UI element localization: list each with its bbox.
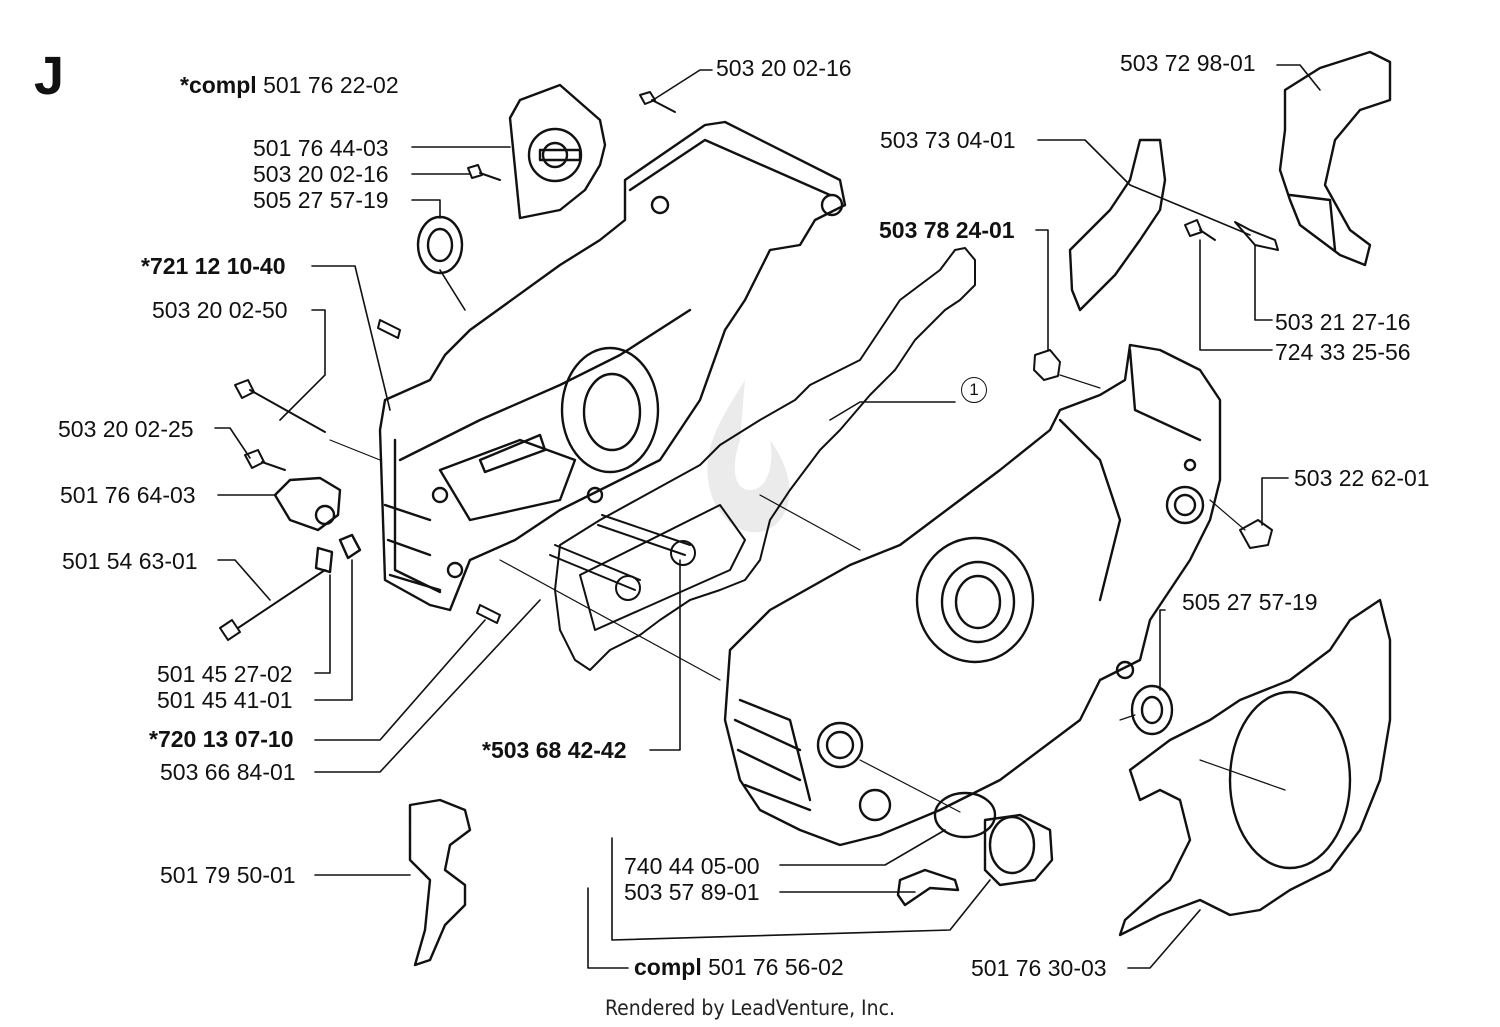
part-label: 724 33 25-56 — [1275, 339, 1411, 365]
part-label: 501 76 64-03 — [60, 482, 196, 508]
part-label: 501 76 30-03 — [971, 955, 1107, 981]
part-label: 503 78 24-01 — [879, 217, 1015, 243]
part-label: 503 20 02-16 — [716, 55, 852, 81]
part-label: 501 54 63-01 — [62, 548, 198, 574]
callout-marker-1: 1 — [961, 377, 987, 403]
chain-tensioner — [273, 476, 362, 574]
part-label: 501 45 27-02 — [157, 661, 293, 687]
part-label: 503 66 84-01 — [160, 759, 296, 785]
starter-cover — [1118, 598, 1392, 937]
part-label: 505 27 57-19 — [253, 187, 389, 213]
compl-assembly-label-top: *compl 501 76 22-02 — [180, 72, 399, 98]
part-label: 503 20 02-25 — [58, 416, 194, 442]
pins — [377, 319, 501, 624]
screws — [219, 91, 1279, 641]
part-label: 503 73 04-01 — [880, 127, 1016, 153]
air-guide-covers — [1068, 50, 1392, 312]
part-label: *720 13 07-10 — [149, 726, 294, 752]
chain-catcher — [408, 798, 472, 967]
part-label: 503 72 98-01 — [1120, 50, 1256, 76]
leader-lines — [214, 64, 1321, 969]
part-label: 740 44 05-00 — [624, 853, 760, 879]
part-label: 505 27 57-19 — [1182, 589, 1318, 615]
footer-credit: Rendered by LeadVenture, Inc. — [605, 996, 895, 1020]
small-fittings — [1033, 349, 1273, 549]
left-crankcase-half — [378, 120, 847, 612]
part-label: *503 68 42-42 — [482, 737, 627, 763]
crankcase-gasket — [554, 247, 976, 671]
section-letter: J — [34, 46, 65, 106]
part-label: 501 79 50-01 — [160, 862, 296, 888]
part-label: 503 22 62-01 — [1294, 465, 1430, 491]
part-label: 503 20 02-50 — [152, 297, 288, 323]
cover-plate — [508, 83, 607, 220]
part-label: *721 12 10-40 — [141, 253, 286, 279]
right-crankcase-half — [723, 343, 1222, 847]
assembly-centerlines — [329, 374, 1286, 813]
part-label: 501 45 41-01 — [157, 687, 293, 713]
oil-cap-assembly — [896, 791, 1054, 907]
part-label: 501 76 44-03 — [253, 135, 389, 161]
compl-assembly-label-bottom: compl 501 76 56-02 — [634, 954, 844, 980]
part-label: 503 21 27-16 — [1275, 309, 1411, 335]
oil-seals — [416, 215, 1174, 736]
watermark-logo — [707, 380, 790, 533]
part-label: 503 57 89-01 — [624, 879, 760, 905]
part-label: 503 20 02-16 — [253, 161, 389, 187]
